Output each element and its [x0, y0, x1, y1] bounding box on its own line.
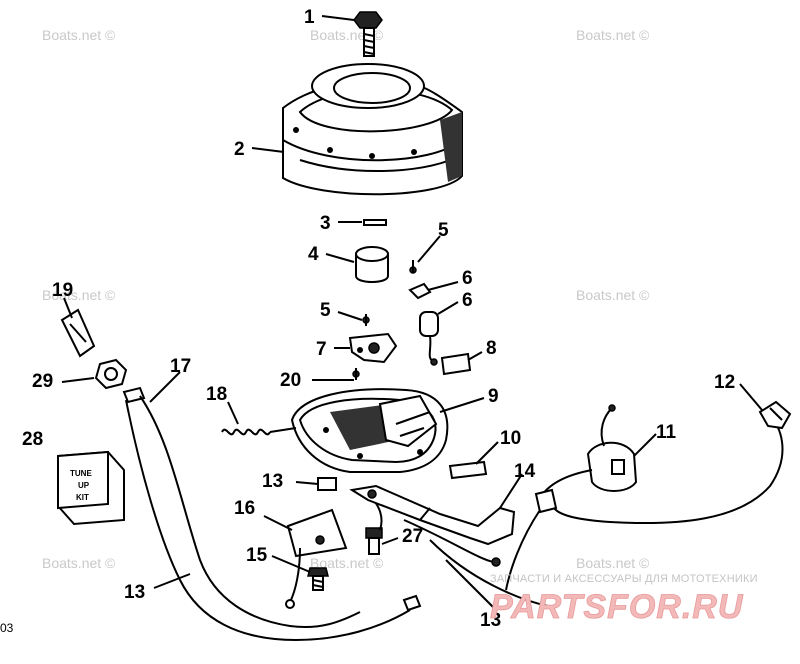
part-terminal	[317, 477, 337, 491]
part-flywheel-bolt	[353, 11, 383, 57]
callout-labels: 1 2 3 4 5 5 6 6 7 8 9 10 11 12 13 13 13 …	[22, 7, 735, 631]
callout-20: 20	[280, 370, 301, 391]
callout-11: 11	[656, 422, 677, 443]
part-felt-pad	[440, 352, 472, 376]
callout-8: 8	[486, 338, 497, 359]
part-sleeve	[355, 246, 389, 283]
part-screw-20	[352, 368, 360, 380]
leader-lines	[61, 15, 763, 611]
watermark: Boats.net ©	[310, 555, 384, 571]
callout-1: 1	[304, 7, 315, 28]
callout-5a: 5	[438, 220, 449, 241]
part-armature-plate	[290, 388, 449, 473]
callout-13c: 13	[480, 610, 501, 631]
kit-label-line3: KIT	[76, 493, 89, 502]
callout-2: 2	[234, 139, 245, 160]
callout-9: 9	[488, 386, 499, 407]
watermark: Boats.net ©	[576, 555, 650, 571]
callout-3: 3	[320, 213, 331, 234]
callout-12: 12	[714, 372, 735, 393]
part-screw-15	[307, 567, 329, 591]
watermark: Boats.net ©	[42, 27, 116, 43]
part-bracket	[286, 508, 348, 558]
callout-6b: 6	[462, 290, 473, 311]
callout-4: 4	[308, 244, 319, 265]
part-flywheel	[281, 63, 463, 196]
callout-28: 28	[22, 429, 43, 450]
part-clip	[408, 282, 432, 300]
corner-code: 03	[0, 621, 14, 635]
part-ignition-coil	[505, 404, 784, 591]
part-spark-plug-boot	[758, 400, 792, 430]
callout-18: 18	[206, 384, 227, 405]
callout-5b: 5	[320, 300, 331, 321]
callout-13a: 13	[262, 471, 283, 492]
brand-logo: PARTSFOR.RU	[490, 588, 744, 626]
callout-6a: 6	[462, 268, 473, 289]
part-connector-19	[60, 308, 96, 358]
callout-17: 17	[170, 356, 191, 377]
callout-15: 15	[246, 545, 268, 566]
callout-29: 29	[32, 371, 53, 392]
part-wire-17	[122, 386, 422, 642]
callout-14: 14	[514, 461, 536, 482]
part-nut	[94, 358, 128, 390]
part-spring	[221, 427, 297, 436]
callout-10: 10	[500, 428, 521, 449]
kit-label-line1: TUNE	[70, 469, 92, 478]
part-screw-lower	[362, 314, 370, 326]
part-condenser	[419, 311, 439, 366]
watermark: Boats.net ©	[42, 555, 116, 571]
part-screw-27	[365, 527, 383, 555]
part-breaker-points	[348, 332, 398, 364]
callout-13b: 13	[124, 582, 145, 603]
part-key	[448, 460, 488, 480]
part-stop-switch	[349, 484, 516, 546]
callout-16: 16	[234, 498, 255, 519]
callout-27: 27	[402, 526, 423, 547]
callout-19: 19	[52, 280, 73, 301]
watermark: Boats.net ©	[576, 287, 650, 303]
kit-label-line2: UP	[78, 481, 90, 490]
watermark: Boats.net ©	[42, 287, 116, 303]
watermark: Boats.net ©	[576, 27, 650, 43]
brand-caption: ЗАПЧАСТИ И АКСЕССУАРЫ ДЛЯ МОТОТЕХНИКИ	[490, 573, 758, 585]
part-screw-upper	[409, 260, 417, 274]
callout-7: 7	[316, 339, 327, 360]
part-pin	[363, 219, 387, 226]
part-tune-up-kit: TUNE UP KIT	[57, 450, 125, 526]
